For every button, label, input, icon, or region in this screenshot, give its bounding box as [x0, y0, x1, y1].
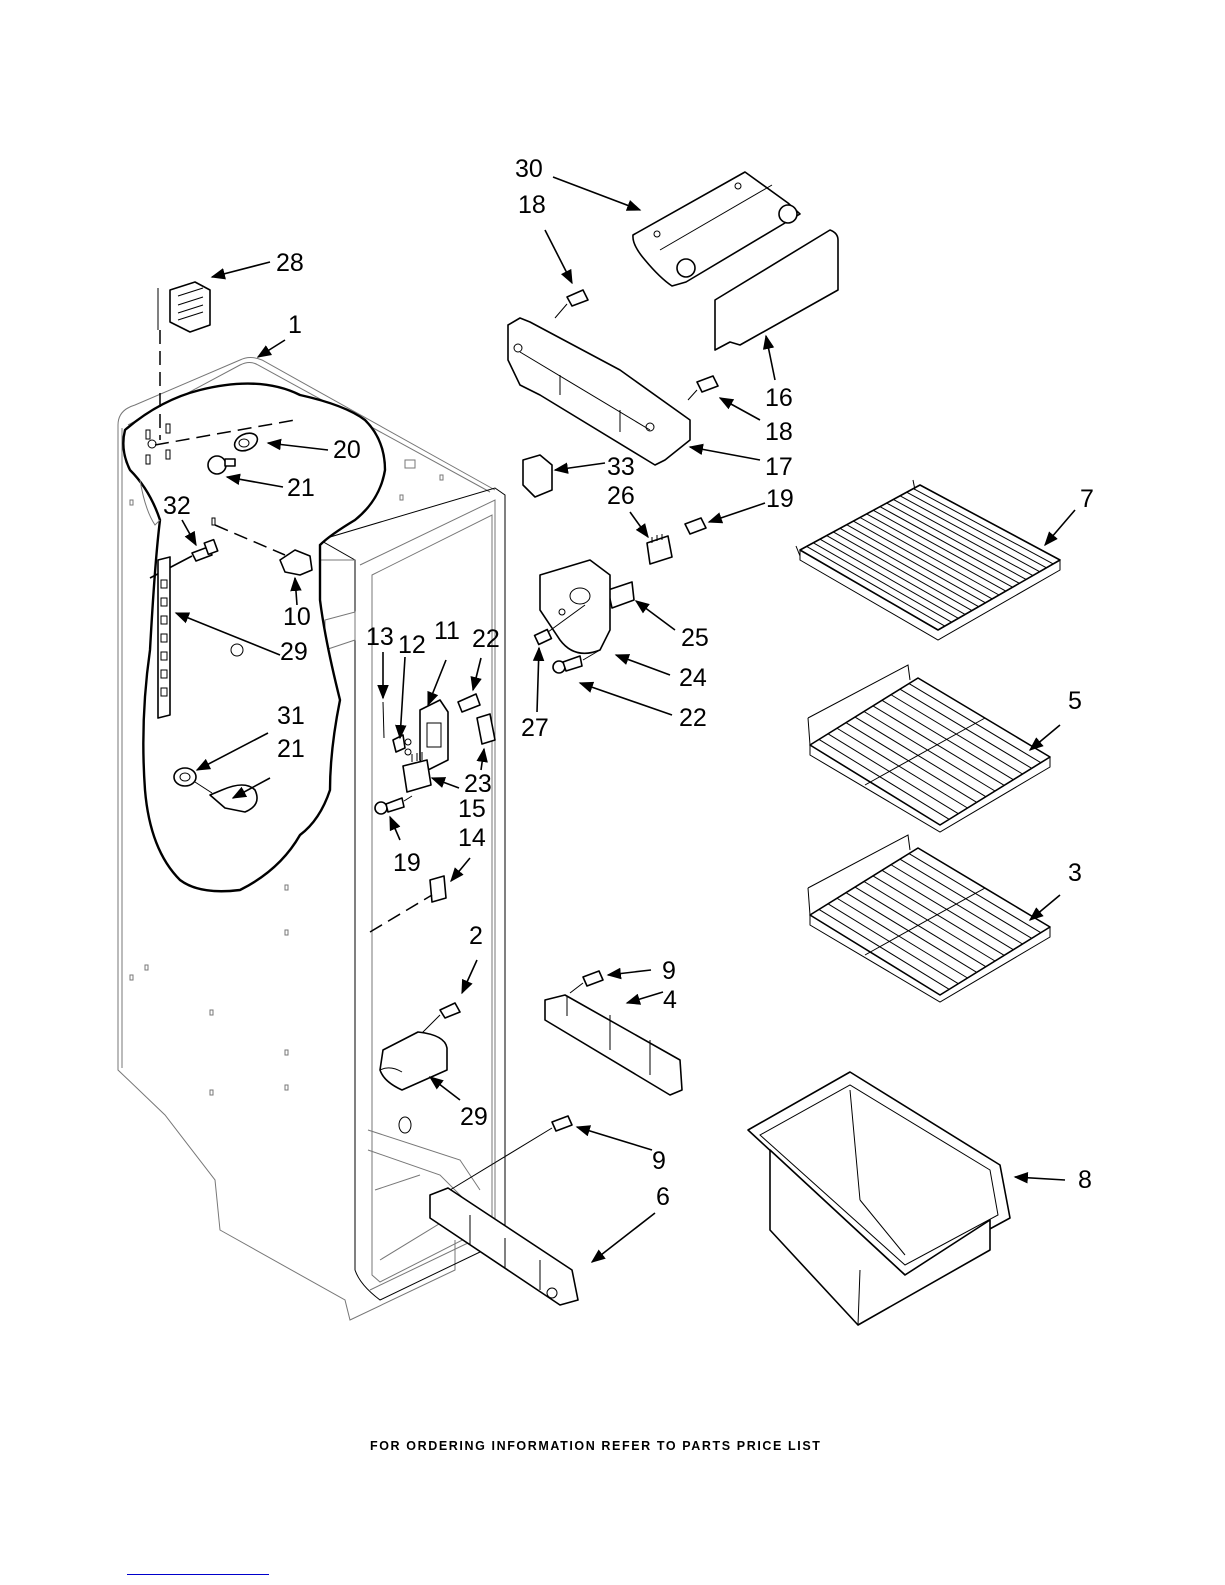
- part-28-bracket: [158, 282, 210, 332]
- callout-27: 27: [521, 716, 549, 741]
- part-17-housing: [508, 318, 690, 465]
- callout-29: 29: [460, 1105, 488, 1130]
- part-9-screw-b: [552, 1116, 572, 1131]
- callout-21: 21: [277, 737, 305, 762]
- callout-1: 1: [288, 313, 302, 338]
- callout-23: 23: [464, 772, 492, 797]
- part-12-clip: [393, 735, 411, 755]
- hole: [399, 1117, 411, 1133]
- part-29-ladder: [158, 557, 170, 718]
- callout-31: 31: [277, 704, 305, 729]
- guide-14: [370, 895, 432, 932]
- callout-8: 8: [1078, 1168, 1092, 1193]
- part-9-screw-a: [583, 971, 603, 986]
- callout-4: 4: [663, 988, 677, 1013]
- part-14-connector: [430, 876, 446, 902]
- callout-28: 28: [276, 251, 304, 276]
- part-22-screw-b: [553, 656, 582, 673]
- callout-21: 21: [287, 476, 315, 501]
- part-8-crisper-bin: [748, 1072, 1010, 1325]
- part-4-trim: [545, 995, 682, 1095]
- callout-18: 18: [765, 420, 793, 445]
- callout-24: 24: [679, 666, 707, 691]
- callout-14: 14: [458, 826, 486, 851]
- callout-20: 20: [333, 438, 361, 463]
- part-5-shelf: [808, 665, 1050, 832]
- callout-22: 22: [679, 706, 707, 731]
- callout-19: 19: [393, 851, 421, 876]
- part-25-bracket: [608, 582, 634, 608]
- callout-26: 26: [607, 484, 635, 509]
- callout-2: 2: [469, 924, 483, 949]
- part-22-screw-a: [458, 694, 480, 712]
- callout-9: 9: [652, 1149, 666, 1174]
- part-2-screw: [440, 1003, 460, 1018]
- part-18-screw-a: [567, 290, 588, 306]
- hyperlink-underline[interactable]: [127, 1574, 269, 1575]
- callout-18: 18: [518, 193, 546, 218]
- callout-10: 10: [283, 605, 311, 630]
- callout-13: 13: [366, 625, 394, 650]
- callout-25: 25: [681, 626, 709, 651]
- part-31-socket: [174, 768, 196, 786]
- part-13-pin: [383, 702, 384, 738]
- callout-12: 12: [398, 633, 426, 658]
- part-29-cover: [380, 1032, 447, 1090]
- callout-15: 15: [458, 797, 486, 822]
- callout-19: 19: [766, 487, 794, 512]
- part-3-shelf: [808, 835, 1050, 1002]
- part-18-screw-b: [697, 376, 718, 392]
- callout-17: 17: [765, 455, 793, 480]
- callout-11: 11: [434, 619, 460, 644]
- callout-33: 33: [607, 455, 635, 480]
- ordering-info-note: FOR ORDERING INFORMATION REFER TO PARTS …: [370, 1439, 822, 1453]
- part-26-board: [647, 534, 672, 564]
- part-7-shelf: [796, 480, 1060, 640]
- callout-30: 30: [515, 157, 543, 182]
- callout-22: 22: [472, 627, 500, 652]
- part-19-screw-b: [375, 798, 404, 814]
- callout-5: 5: [1068, 689, 1082, 714]
- part-33-cap: [523, 455, 552, 497]
- callout-16: 16: [765, 386, 793, 411]
- part-11-housing: [420, 700, 448, 770]
- callout-3: 3: [1068, 861, 1082, 886]
- callout-6: 6: [656, 1185, 670, 1210]
- callout-29: 29: [280, 640, 308, 665]
- callout-32: 32: [163, 494, 191, 519]
- callout-7: 7: [1080, 487, 1094, 512]
- callout-9: 9: [662, 959, 676, 984]
- part-6-trim: [430, 1188, 578, 1305]
- part-19-screw-a: [685, 518, 706, 534]
